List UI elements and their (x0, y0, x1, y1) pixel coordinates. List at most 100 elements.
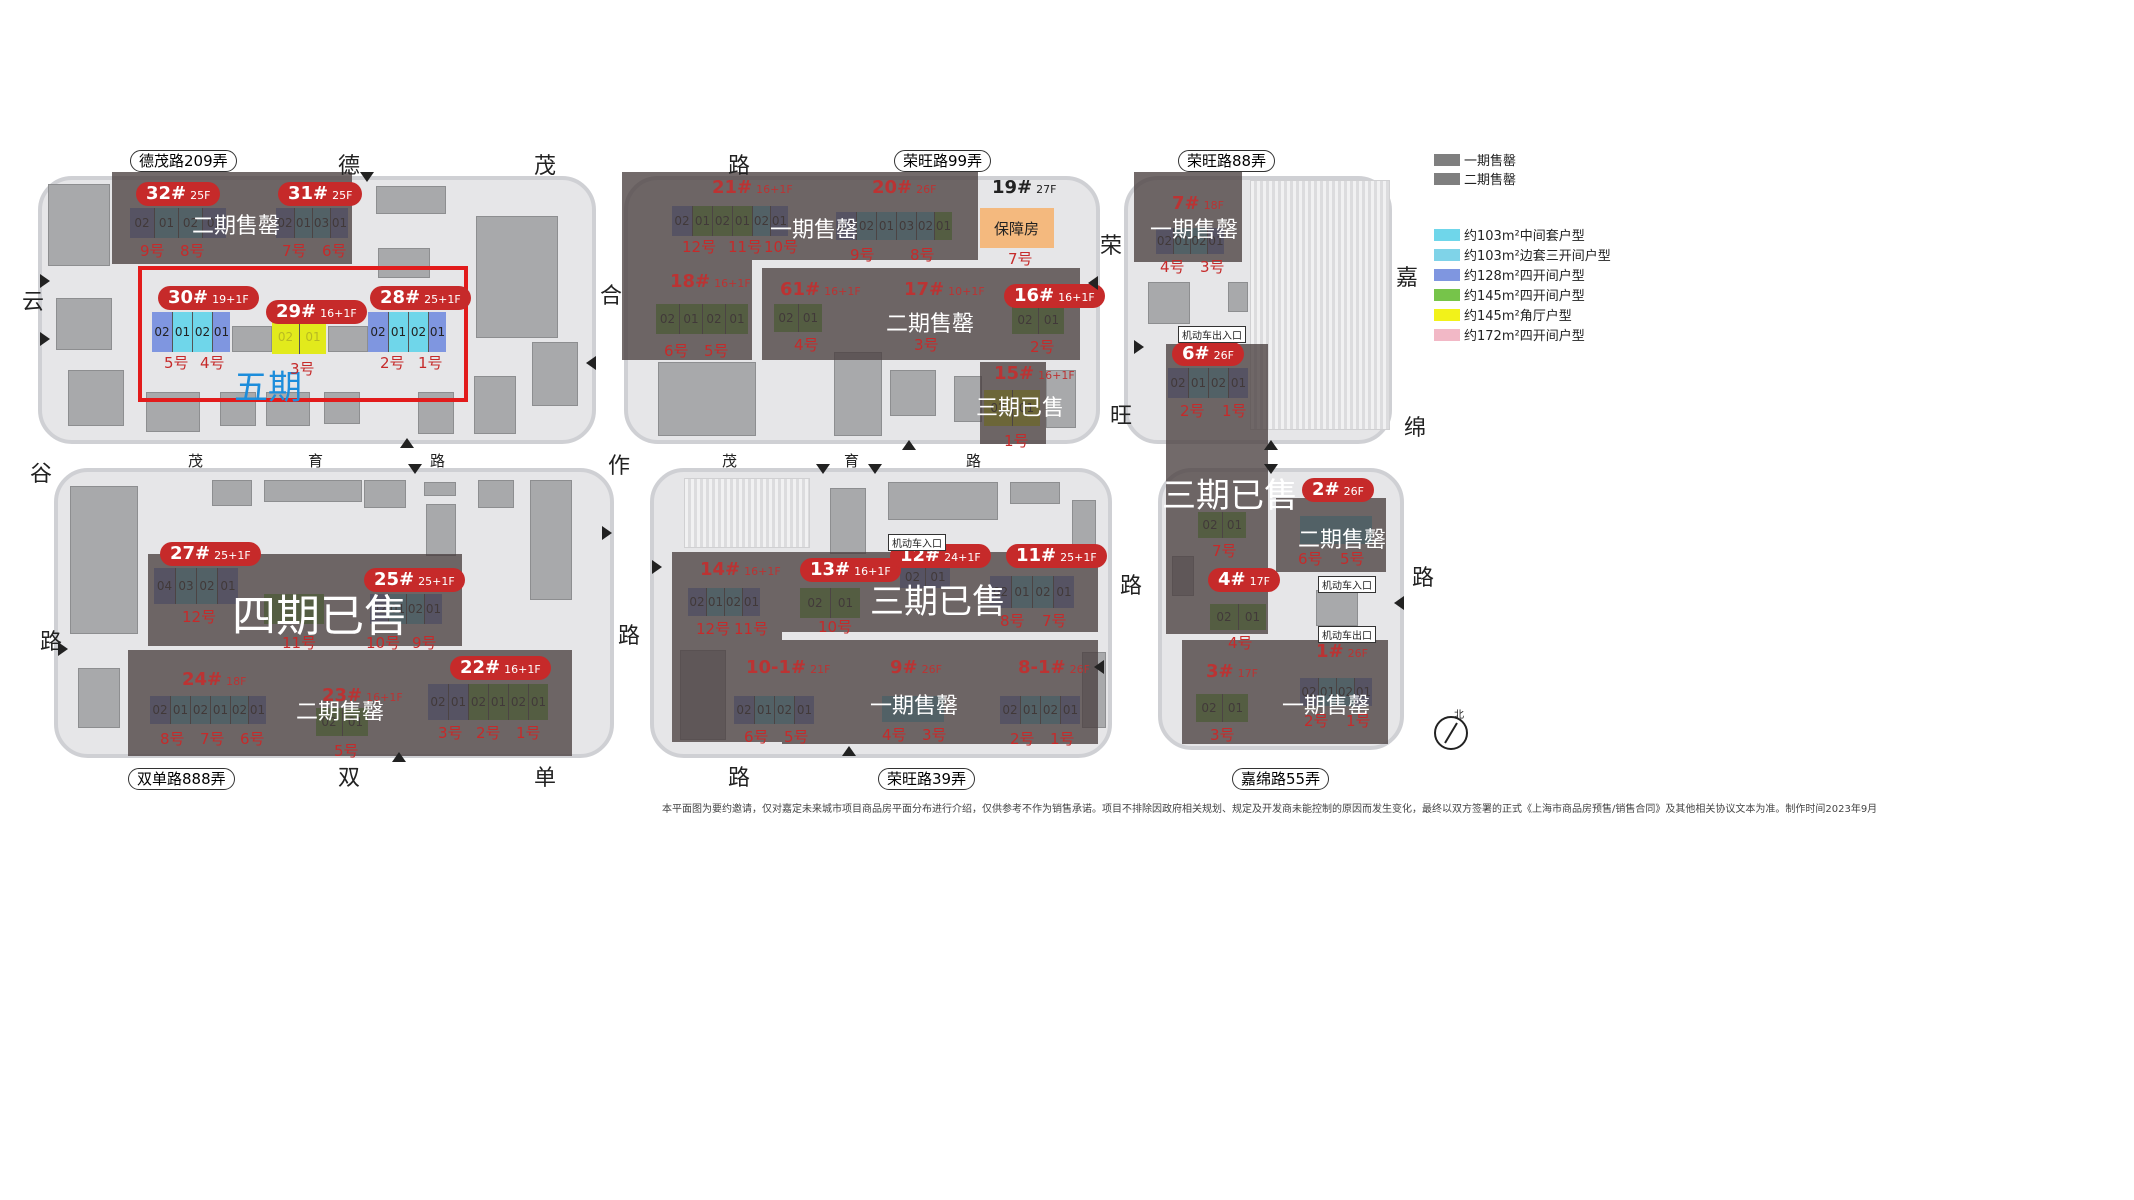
entry-arrow (868, 464, 882, 474)
legend-label: 约145m²角厅户型 (1464, 309, 1572, 324)
unit-number: 9号 (850, 246, 875, 264)
tag-29: 29#16+1F (266, 300, 367, 324)
tag-16: 16#16+1F (1004, 284, 1105, 308)
legend-label: 约103m²边套三开间户型 (1464, 249, 1611, 264)
road-name: 路 (728, 766, 751, 791)
entry-arrow (408, 464, 422, 474)
building (424, 482, 456, 496)
entry-arrow (1264, 440, 1278, 450)
legend-swatch (1434, 268, 1460, 281)
road-name: 单 (534, 766, 557, 791)
unit-number: 1号 (1004, 432, 1029, 450)
tag-8-1: 8-1#26F (1018, 657, 1090, 678)
affordable-housing-label: 保障房 (994, 220, 1040, 238)
tag-17: 17#10+1F (904, 279, 985, 300)
unit-number: 8号 (910, 246, 935, 264)
unit-number: 4号 (200, 354, 225, 372)
unit-number: 9号 (140, 242, 165, 260)
unit-number: 12号 (182, 608, 217, 626)
park-area (684, 478, 810, 548)
north-label: 北 (1454, 710, 1464, 721)
building (376, 186, 446, 214)
entry-arrow (652, 560, 662, 574)
tag-1: 1#26F (1316, 641, 1368, 662)
building (890, 370, 936, 416)
building (266, 392, 310, 426)
legend-label: 约128m²四开间户型 (1464, 269, 1585, 284)
entry-arrow (58, 642, 68, 656)
unit: 01 (172, 312, 192, 352)
unit-number: 3号 (290, 360, 315, 378)
road-name: 嘉 (1396, 266, 1419, 291)
building-bar-30: 02 01 02 01 (152, 312, 230, 352)
sold-overlay (1276, 498, 1386, 572)
unit-number: 6号 (322, 242, 347, 260)
building (48, 184, 110, 266)
sold-overlay (672, 552, 782, 742)
phase-label-1: 一期售罄 (1282, 694, 1371, 719)
phase-label-3: 三期已售 (976, 396, 1065, 421)
road-name: 旺 (1110, 404, 1133, 429)
unit-number: 4号 (794, 336, 819, 354)
road-name: 云 (22, 290, 45, 315)
unit-number: 7号 (1008, 250, 1033, 268)
building (232, 326, 272, 352)
building (888, 482, 998, 520)
road-name: 路 (618, 624, 641, 649)
legend-swatch (1434, 248, 1460, 261)
road-name: 路 (40, 630, 63, 655)
tag-9: 9#26F (890, 657, 942, 678)
building (830, 488, 866, 554)
unit-number: 3号 (914, 336, 939, 354)
tag-27: 27#25+1F (160, 542, 261, 566)
affordable-housing (980, 208, 1054, 248)
road-name: 路 (966, 452, 982, 470)
unit-number: 2号 (476, 724, 501, 742)
unit-number: 1号 (1222, 402, 1247, 420)
road-name: 育 (308, 452, 324, 470)
building (834, 352, 882, 436)
unit: 01 (212, 312, 230, 352)
road-name: 双 (338, 766, 361, 791)
entry-arrow (902, 440, 916, 450)
tag-3: 3#17F (1206, 661, 1258, 682)
entry-arrow (586, 356, 596, 370)
tag-18: 18#16+1F (670, 271, 751, 292)
legend-label: 约103m²中间套户型 (1464, 229, 1585, 244)
unit-number: 12号 (682, 238, 717, 256)
vehicle-entry-label: 机动车出入口 (1178, 326, 1246, 343)
unit-number: 3号 (438, 724, 463, 742)
sold-overlay (1182, 640, 1388, 744)
road-name: 绵 (1404, 416, 1427, 441)
tag-21: 21#16+1F (712, 177, 793, 198)
entry-arrow (1134, 340, 1144, 354)
road-name: 茂 (534, 154, 557, 179)
entry-arrow (360, 172, 374, 182)
lane-label: 荣旺路39弄 (878, 768, 976, 790)
legend-swatch (1434, 172, 1460, 185)
entry-arrow (602, 526, 612, 540)
road-name: 路 (430, 452, 446, 470)
unit-number: 6号 (240, 730, 265, 748)
legend-unit-type: 约103m²边套三开间户型 (1434, 245, 1611, 264)
unit-number: 6号 (744, 728, 769, 746)
phase-label-2: 二期售罄 (1298, 528, 1387, 553)
building (478, 480, 514, 508)
legend-phase-2: 二期售罄 (1434, 169, 1516, 188)
building (426, 504, 456, 556)
building (532, 342, 578, 406)
legend-swatch (1434, 328, 1460, 341)
phase-label-3: 三期已售 (1162, 476, 1298, 516)
building (56, 298, 112, 350)
unit-number: 3号 (1210, 726, 1235, 744)
road-name: 路 (728, 154, 751, 179)
unit-number: 6号 (664, 342, 689, 360)
tag-22: 22#16+1F (450, 656, 551, 680)
legend-unit-type: 约172m²四开间户型 (1434, 325, 1585, 344)
unit: 02 (154, 325, 170, 339)
unit-number: 2号 (380, 354, 405, 372)
building (328, 326, 368, 352)
unit-number: 12号 (696, 620, 731, 638)
unit-number: 10号 (818, 618, 853, 636)
unit-number: 5号 (784, 728, 809, 746)
